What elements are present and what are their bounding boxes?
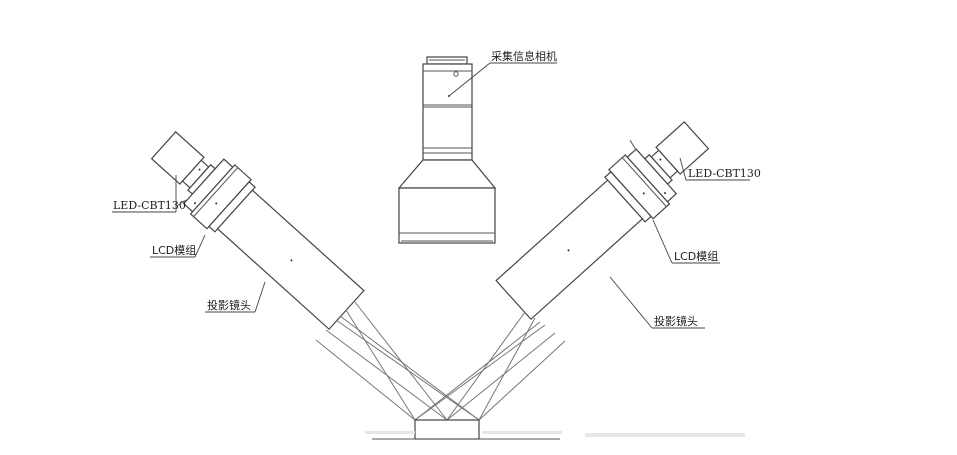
svg-text:采集信息相机: 采集信息相机 — [491, 49, 557, 63]
left-lens-label: 投影镜头 — [205, 281, 266, 313]
svg-text:投影镜头: 投影镜头 — [207, 298, 251, 312]
acquisition-camera — [397, 56, 497, 244]
right-led-label: LED-CBT130 — [679, 157, 761, 181]
right-projector — [495, 121, 710, 321]
projection-rays — [315, 301, 566, 421]
target-stage — [365, 419, 745, 440]
left-lcd-label: LCD模组 — [150, 234, 206, 258]
left-led-label: LED-CBT130 — [112, 175, 186, 213]
svg-text:LCD模组: LCD模组 — [674, 249, 718, 263]
camera-label: 采集信息相机 — [448, 49, 557, 97]
svg-text:LED-CBT130: LED-CBT130 — [688, 167, 761, 180]
right-lcd-label: LCD模组 — [652, 219, 720, 264]
right-lens-label: 投影镜头 — [609, 276, 705, 329]
left-led-pin — [177, 199, 187, 206]
right-led-pin — [629, 139, 637, 151]
svg-text:LED-CBT130: LED-CBT130 — [113, 199, 186, 212]
svg-text:LCD模组: LCD模组 — [152, 243, 196, 257]
left-projector — [150, 131, 365, 331]
svg-text:投影镜头: 投影镜头 — [654, 314, 698, 328]
